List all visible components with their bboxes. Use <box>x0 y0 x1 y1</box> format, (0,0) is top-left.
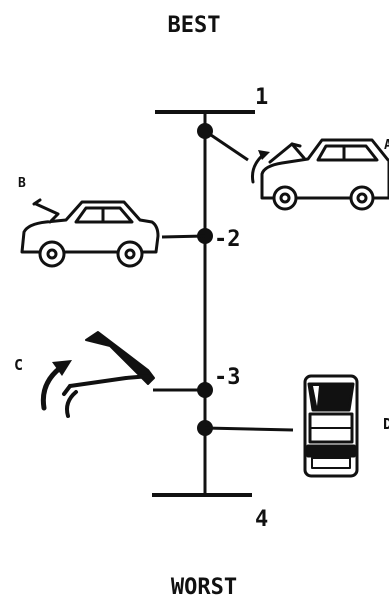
item-letter-b: B <box>18 176 26 191</box>
best-label: BEST <box>168 13 221 38</box>
scale-label-2: -2 <box>214 227 241 252</box>
car-a-icon <box>251 138 389 211</box>
scale-label-4: 4 <box>255 507 268 532</box>
marker-b <box>161 228 213 244</box>
worst-label: WORST <box>171 575 237 597</box>
connector-b <box>161 234 206 239</box>
car-d-icon <box>303 374 359 478</box>
connector-d <box>204 426 294 432</box>
item-letter-c: C <box>14 356 23 374</box>
item-letter-d: D <box>383 415 389 433</box>
marker-a <box>197 123 249 162</box>
hood-c-icon <box>40 331 155 418</box>
car-b-icon <box>20 198 160 268</box>
scale-label-1: 1 <box>255 85 268 110</box>
marker-c <box>153 382 213 398</box>
scale-axis <box>152 110 255 497</box>
marker-d <box>197 420 294 436</box>
item-letter-a: A <box>384 138 389 153</box>
connector-a <box>204 129 249 162</box>
scale-label-3: -3 <box>214 365 241 390</box>
